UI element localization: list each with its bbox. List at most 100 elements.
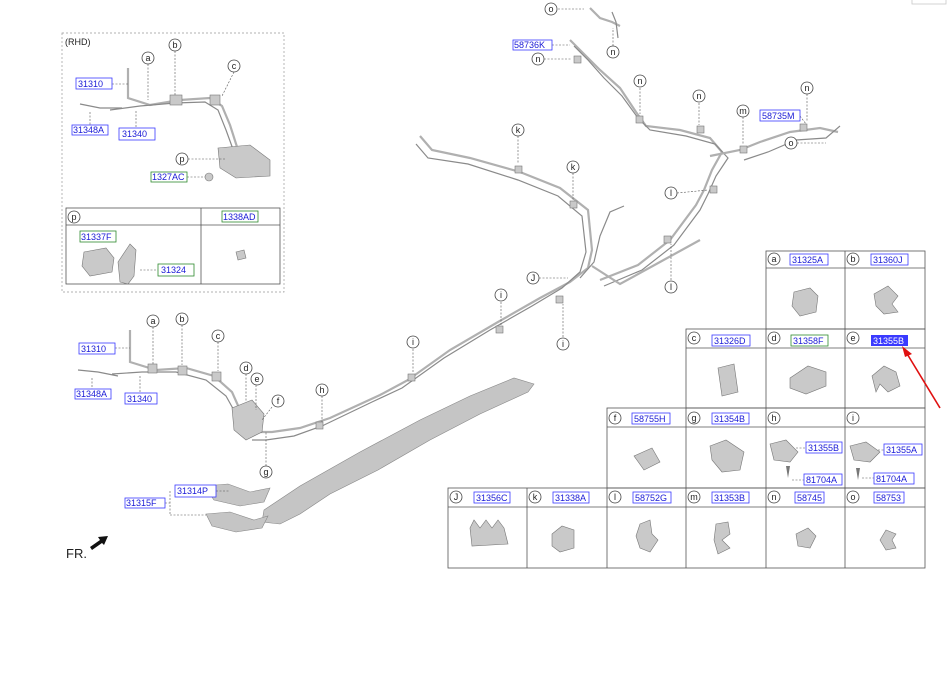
legend-cell-a[interactable]: a 31325A [767, 252, 829, 317]
legend-letter: J [454, 492, 459, 502]
callout-c: c [216, 331, 221, 341]
part-label-31348a[interactable]: 31348A [76, 389, 107, 399]
legend-subpart-number[interactable]: 31355B [808, 443, 839, 453]
callout-g: g [263, 467, 268, 477]
part-label-58736k[interactable]: 58736K [514, 40, 545, 50]
clip-h-image [769, 439, 799, 463]
legend-part-number[interactable]: 31360J [873, 255, 903, 265]
legend-letter: o [850, 492, 855, 502]
callout-i: i [412, 337, 414, 347]
inset-table-part[interactable]: 31324 [161, 265, 186, 275]
window-corner-button[interactable] [911, 0, 947, 5]
inset-clip-31337f [81, 247, 115, 277]
pipe [591, 239, 701, 286]
inset-table-header[interactable]: 1338AD [223, 212, 256, 222]
part-label-31314p[interactable]: 31314P [177, 486, 208, 496]
legend-cell-e[interactable]: e 31355B [846, 331, 908, 393]
pipe [111, 371, 237, 415]
legend-cell-i[interactable]: i 31355A 81704A [846, 411, 923, 485]
legend-cell-o[interactable]: o 58753 [846, 490, 905, 551]
legend-letter: e [850, 333, 855, 343]
legend-subpart-number[interactable]: 31355A [886, 445, 917, 455]
inset-clip [169, 94, 183, 106]
legend-part-number[interactable]: 31354B [714, 414, 745, 424]
legend-cell-b[interactable]: b 31360J [846, 252, 909, 315]
callout-n: n [804, 83, 809, 93]
legend-part-number[interactable]: 31356C [476, 493, 508, 503]
clip-g-image [709, 439, 745, 473]
pipe [611, 11, 619, 39]
legend-part-number[interactable]: 31353B [714, 493, 745, 503]
legend-part-number-highlighted[interactable]: 31355B [873, 336, 904, 346]
callout-f: f [277, 396, 280, 406]
callout-n: n [535, 54, 540, 64]
legend-cell-h[interactable]: h 31355B 81704A [767, 411, 843, 486]
legend-part-number[interactable]: 31325A [792, 255, 823, 265]
pipe [579, 205, 625, 279]
red-pointer-arrow-line [905, 351, 941, 409]
legend-cell-c[interactable]: c 31326D [687, 331, 751, 397]
part-label-58735m[interactable]: 58735M [762, 111, 795, 121]
callout-i: i [562, 339, 564, 349]
legend-subpart-number[interactable]: 81704A [806, 475, 837, 485]
inset-part-label[interactable]: 31348A [73, 125, 104, 135]
screw-icon [856, 468, 860, 480]
clip-d-image [789, 365, 827, 395]
legend-cell-k[interactable]: k 31338A [528, 490, 590, 553]
callout-l: l [670, 188, 672, 198]
pipe [252, 143, 587, 441]
clip-e-image [871, 365, 901, 393]
front-direction-arrow-icon [90, 536, 108, 550]
inset-title: (RHD) [65, 37, 91, 47]
part-label-31315f[interactable]: 31315F [126, 498, 157, 508]
legend-cell-j[interactable]: J 31356C [449, 490, 511, 547]
clip-i-image [849, 441, 881, 463]
inset-part-label[interactable]: 31340 [122, 129, 147, 139]
legend-grid: a 31325A b 31360J c 31326D d 31358F [447, 250, 941, 569]
legend-part-number[interactable]: 58745 [797, 493, 822, 503]
legend-letter: n [771, 492, 776, 502]
inset-callout: a [145, 53, 150, 63]
legend-cell-m[interactable]: m 31353B [687, 490, 750, 555]
clip-j-image [469, 519, 509, 547]
main-routing: o n n n n n m o k k l l J i i i a b [66, 2, 841, 561]
inset-bracket [217, 144, 271, 179]
legend-letter: b [850, 254, 855, 264]
clip-b-image [873, 285, 899, 315]
inset-table-part[interactable]: 31337F [81, 232, 112, 242]
legend-cell-f[interactable]: f 58755H [608, 411, 671, 471]
legend-letter: f [614, 413, 617, 423]
pipe [573, 45, 729, 287]
legend-letter: l [614, 492, 616, 502]
clip-c-image [717, 363, 739, 397]
legend-part-number[interactable]: 58753 [876, 493, 901, 503]
legend-letter: i [852, 413, 854, 423]
front-direction-label: FR. [66, 546, 87, 561]
inset-part-label[interactable]: 31310 [78, 79, 103, 89]
pipe [77, 369, 119, 377]
part-label-31310[interactable]: 31310 [81, 344, 106, 354]
screw-icon [786, 466, 790, 478]
inset-part-label[interactable]: 1327AC [152, 172, 185, 182]
legend-part-number[interactable]: 31338A [555, 493, 586, 503]
inset-pipe [79, 103, 122, 109]
legend-cell-g[interactable]: g 31354B [687, 411, 750, 473]
legend-cell-l[interactable]: l 58752G [608, 490, 672, 553]
callout-l: l [670, 282, 672, 292]
legend-subpart-number[interactable]: 81704A [876, 474, 907, 484]
clip-a-image [791, 287, 819, 317]
clip-k-image [551, 525, 575, 553]
part-label-31340[interactable]: 31340 [127, 394, 152, 404]
legend-part-number[interactable]: 58755H [634, 414, 666, 424]
callout-j: J [531, 273, 536, 283]
legend-cell-d[interactable]: d 31358F [767, 331, 829, 395]
callout-h: h [319, 385, 324, 395]
legend-part-number[interactable]: 31326D [714, 336, 746, 346]
legend-cell-n[interactable]: n 58745 [767, 490, 825, 549]
legend-part-number[interactable]: 31358F [793, 336, 824, 346]
legend-letter: k [533, 492, 538, 502]
tray-cover-31314p [203, 483, 271, 507]
legend-part-number[interactable]: 58752G [635, 493, 667, 503]
inset-callout: p [179, 154, 184, 164]
